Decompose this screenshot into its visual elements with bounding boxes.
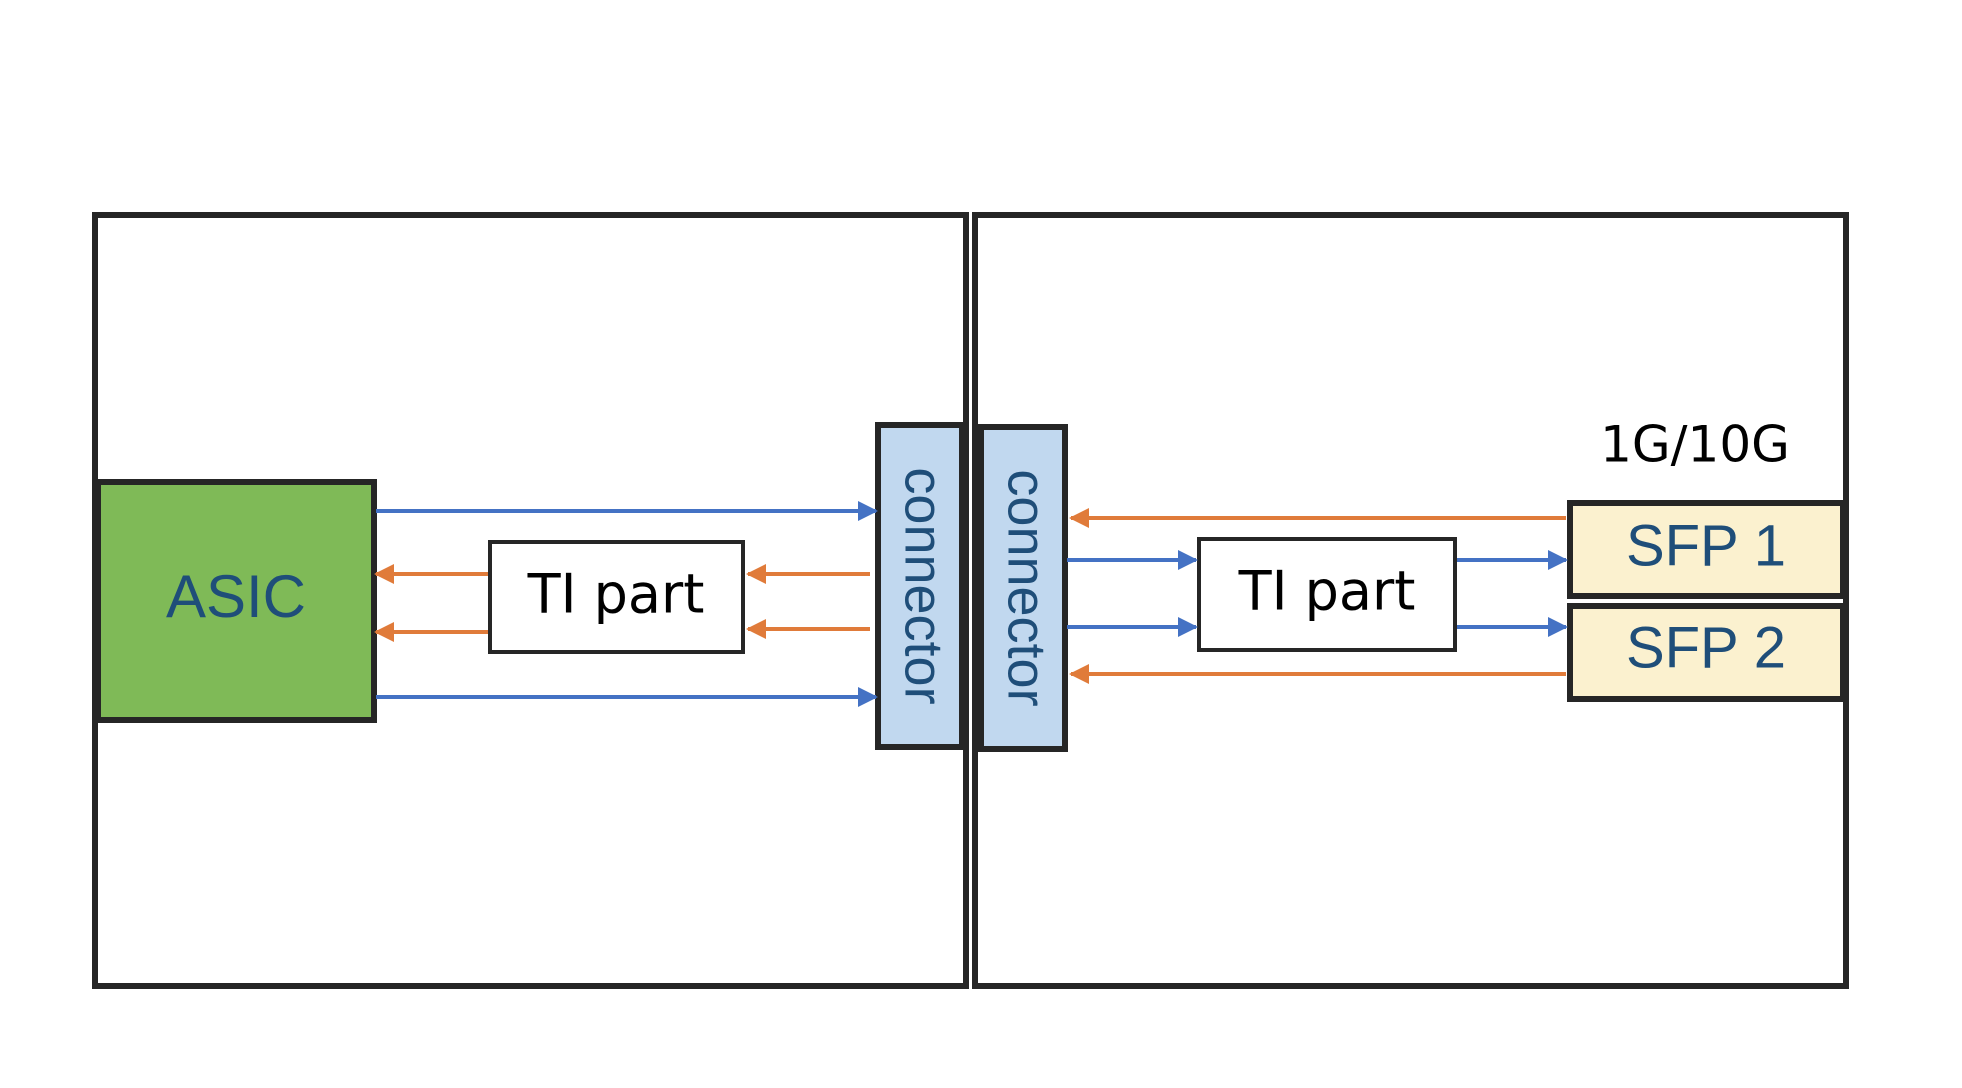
sfp1-module: SFP 1 — [1567, 500, 1846, 599]
asic-label: ASIC — [166, 563, 306, 630]
left-ti-part: TI part — [488, 540, 745, 654]
speed-label: 1G/10G — [1600, 416, 1790, 474]
right-ti-part: TI part — [1197, 537, 1457, 652]
asic-block: ASIC — [95, 479, 377, 723]
right-connector-label: connector — [997, 469, 1057, 706]
sfp2-module: SFP 2 — [1567, 603, 1846, 702]
right-connector: connector — [978, 424, 1068, 752]
left-connector-label: connector — [894, 467, 954, 704]
left-connector: connector — [875, 422, 965, 750]
left-ti-part-label: TI part — [527, 563, 705, 626]
right-ti-part-label: TI part — [1238, 560, 1416, 623]
sfp1-label: SFP 1 — [1626, 513, 1786, 578]
sfp2-label: SFP 2 — [1626, 615, 1786, 680]
